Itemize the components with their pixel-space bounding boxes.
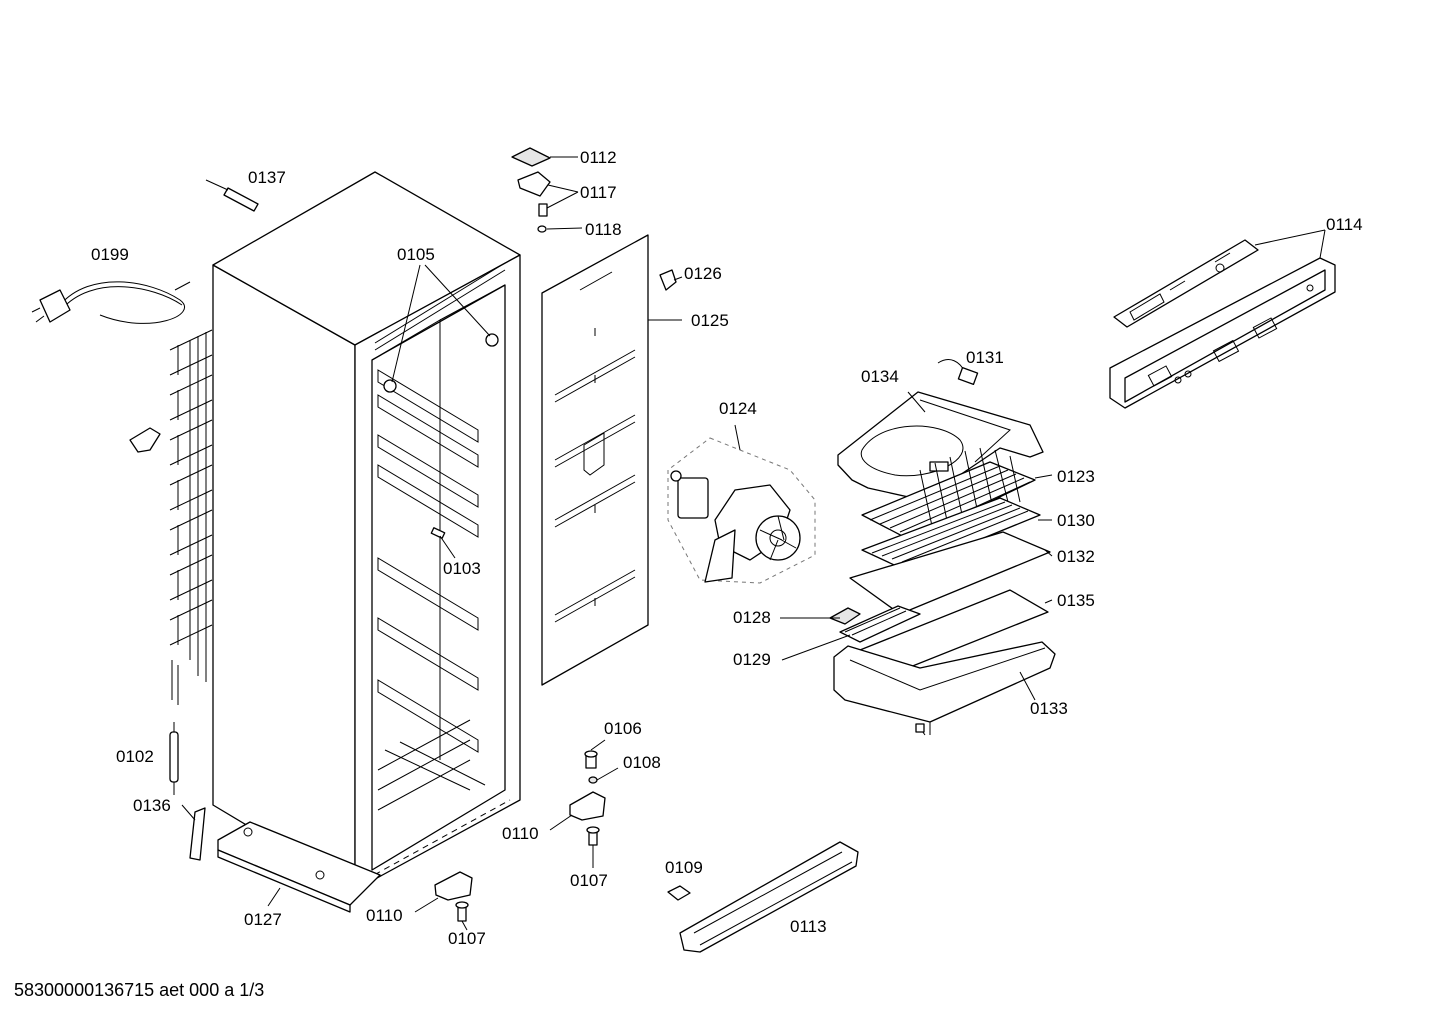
label-0103: 0103: [443, 559, 481, 578]
label-0129: 0129: [733, 650, 771, 669]
label-0105: 0105: [397, 245, 435, 264]
bottom-housing: [833, 641, 1056, 736]
label-0110-right: 0110: [502, 824, 539, 843]
label-0125: 0125: [691, 311, 729, 330]
label-0136: 0136: [133, 796, 171, 815]
label-0109: 0109: [665, 858, 703, 877]
label-0131: 0131: [966, 348, 1004, 367]
label-0134: 0134: [861, 367, 899, 386]
part-number-labels: 0112 0117 0118 0126 0125 0114 0137 0199 …: [91, 148, 1363, 948]
label-0107-left: 0107: [448, 929, 486, 948]
label-0128: 0128: [733, 608, 771, 627]
document-footer-id: 58300000136715 aet 000 a 1/3: [14, 980, 265, 1000]
evaporator-coil: [861, 447, 1036, 541]
label-0108: 0108: [623, 753, 661, 772]
label-0137: 0137: [248, 168, 286, 187]
cabinet-body: [212, 171, 521, 891]
clip-part: [129, 427, 161, 453]
fan-assembly: [667, 437, 816, 584]
label-0132: 0132: [1057, 547, 1095, 566]
label-0107-right: 0107: [570, 871, 608, 890]
label-0127: 0127: [244, 910, 282, 929]
temperature-sensor: [205, 179, 259, 212]
base-plate: [217, 821, 381, 913]
label-0117: 0117: [580, 183, 617, 202]
inner-panel: [541, 234, 649, 686]
power-cord: [31, 281, 191, 324]
handle-insert: [667, 885, 691, 901]
label-0112: 0112: [580, 148, 617, 167]
evaporator-plate: [849, 531, 1051, 615]
control-panel: [1109, 239, 1336, 409]
hinge-lower-right: [569, 750, 606, 846]
sensor-holder: [829, 605, 921, 643]
drain-tube: [189, 807, 206, 861]
label-0110-left: 0110: [366, 906, 403, 925]
label-0118: 0118: [585, 220, 622, 239]
small-pin: [659, 269, 677, 291]
defrost-heater: [861, 497, 1041, 571]
label-0113: 0113: [790, 917, 827, 936]
filter-drier: [169, 722, 179, 795]
connector-part: [937, 359, 979, 386]
label-0135: 0135: [1057, 591, 1095, 610]
label-0130: 0130: [1057, 511, 1095, 530]
label-0133: 0133: [1030, 699, 1068, 718]
label-0199: 0199: [91, 245, 129, 264]
shelf-rails: [377, 369, 479, 753]
condenser-coil: [169, 329, 213, 705]
door-handle: [679, 841, 859, 953]
label-0114: 0114: [1326, 215, 1363, 234]
label-0126: 0126: [684, 264, 722, 283]
label-0102: 0102: [116, 747, 154, 766]
label-0124: 0124: [719, 399, 757, 418]
hinge-lower-left: [434, 871, 473, 922]
label-0123: 0123: [1057, 467, 1095, 486]
evaporator-cover: [837, 391, 1044, 501]
label-0106: 0106: [604, 719, 642, 738]
top-hinge-parts: [511, 147, 551, 233]
leader-lines: [181, 156, 1326, 931]
